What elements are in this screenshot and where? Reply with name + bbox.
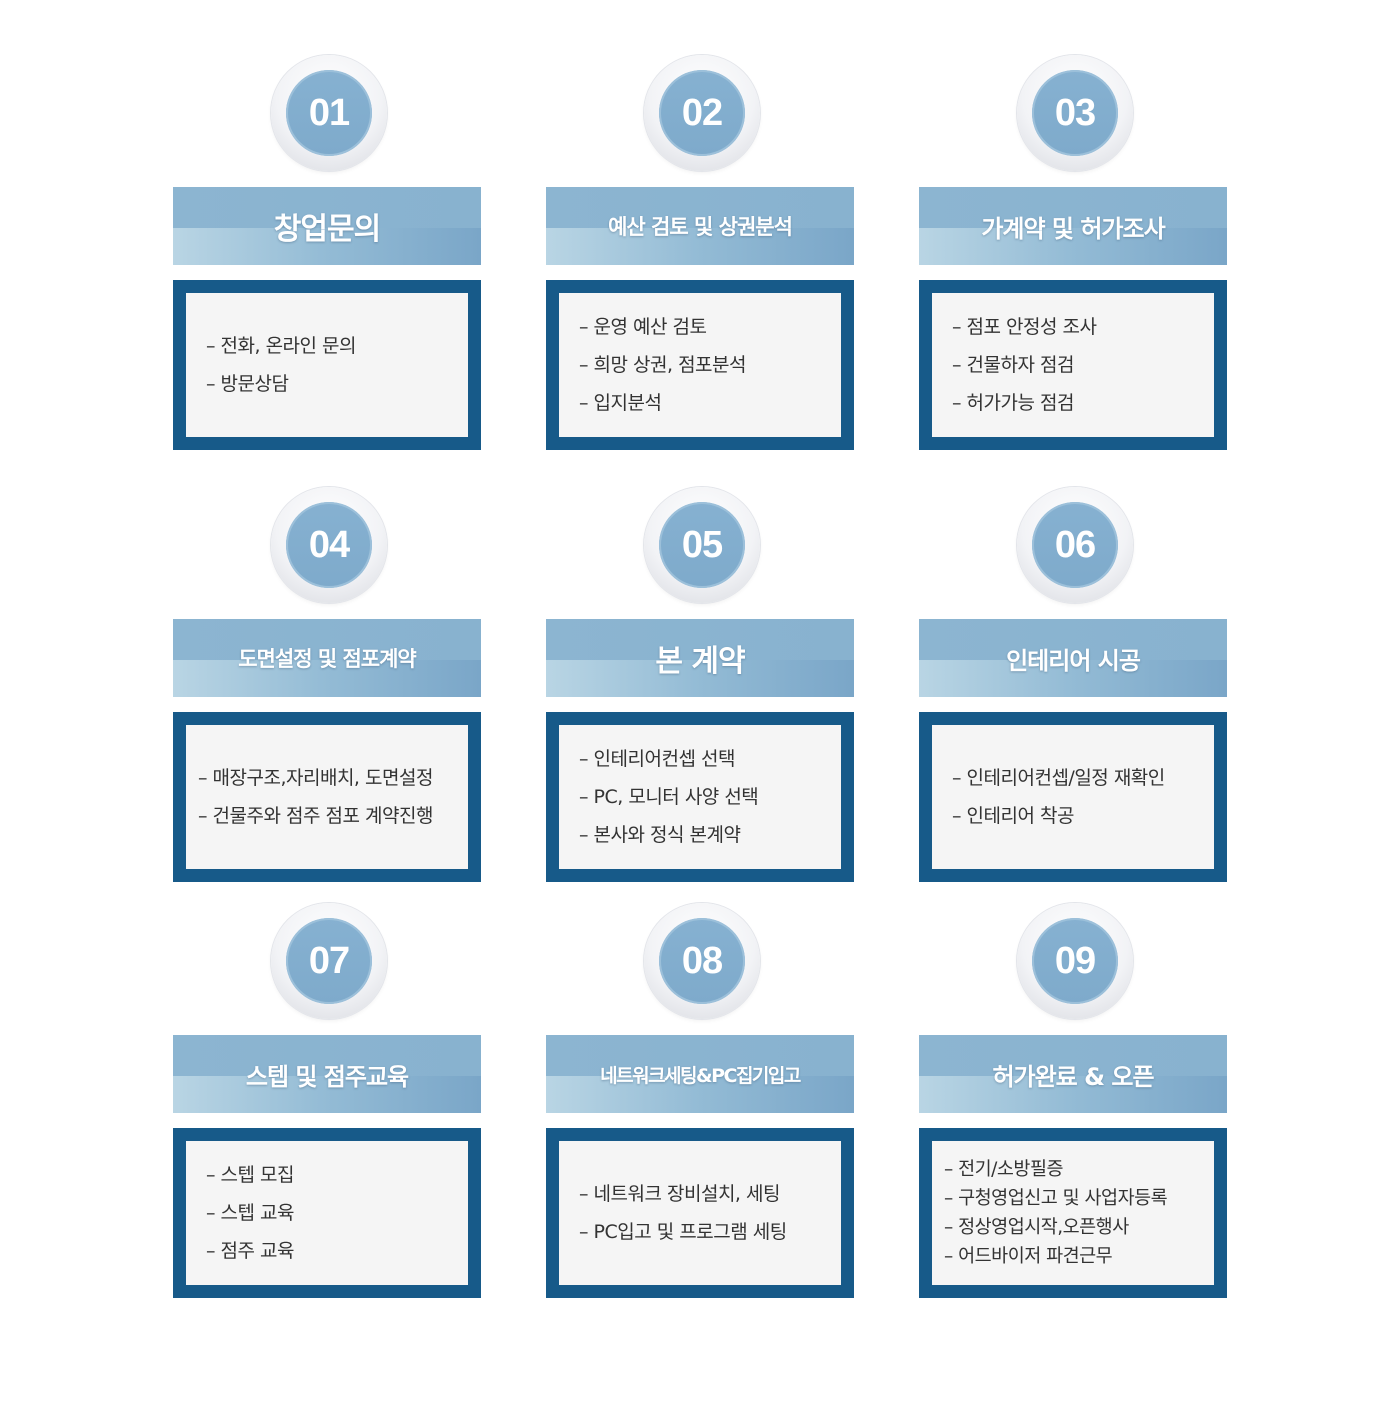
step-detail-item: – PC, 모니터 사양 선택 [579, 786, 759, 808]
step-detail-box: – 매장구조,자리배치, 도면설정 – 건물주와 점주 점포 계약진행 [173, 712, 481, 882]
step-detail-box: – 전화, 온라인 문의 – 방문상담 [173, 280, 481, 450]
step-title: 창업문의 [273, 212, 381, 247]
step-detail-item: – 희망 상권, 점포분석 [579, 354, 747, 376]
step-number: 04 [308, 523, 350, 566]
step-detail-item: – 인테리어 착공 [952, 805, 1074, 827]
step-detail-item: – 어드바이저 파견근무 [944, 1246, 1113, 1267]
step-title-bar: 예산 검토 및 상권분석 [546, 187, 854, 265]
step-title: 네트워크세팅&PC집기입고 [600, 1064, 801, 1087]
step-detail-item: – 전화, 온라인 문의 [206, 335, 357, 357]
step-number: 07 [308, 939, 350, 982]
step-detail-box: – 스텝 모집 – 스텝 교육 – 점주 교육 [173, 1128, 481, 1298]
step-number: 05 [681, 523, 723, 566]
step-detail-box: – 전기/소방필증 – 구청영업신고 및 사업자등록 – 정상영업시작,오픈행사… [919, 1128, 1227, 1298]
step-title: 인테리어 시공 [1006, 646, 1141, 675]
step-detail-box: – 인테리어컨셉/일정 재확인 – 인테리어 착공 [919, 712, 1227, 882]
step-title: 가계약 및 허가조사 [981, 214, 1165, 243]
step-detail-item: – PC입고 및 프로그램 세팅 [579, 1221, 787, 1243]
step-number: 01 [308, 91, 350, 134]
step-number: 09 [1054, 939, 1096, 982]
step-detail-item: – 스텝 모집 [206, 1164, 295, 1186]
step-detail-item: – 허가가능 점검 [952, 392, 1074, 414]
step-detail-item: – 구청영업신고 및 사업자등록 [944, 1188, 1168, 1209]
step-detail-item: – 점포 안정성 조사 [952, 316, 1097, 338]
step-detail-item: – 네트워크 장비설치, 세팅 [579, 1183, 780, 1205]
step-title-bar: 가계약 및 허가조사 [919, 187, 1227, 265]
step-detail-item: – 건물주와 점주 점포 계약진행 [198, 805, 433, 827]
step-number: 03 [1054, 91, 1096, 134]
step-title-bar: 인테리어 시공 [919, 619, 1227, 697]
step-detail-item: – 운영 예산 검토 [579, 316, 707, 338]
step-number-badge: 06 [1017, 487, 1133, 603]
step-detail-item: – 건물하자 점검 [952, 354, 1074, 376]
step-number: 02 [681, 91, 723, 134]
step-number-badge: 07 [271, 903, 387, 1019]
step-number: 08 [681, 939, 723, 982]
step-title: 스텝 및 점주교육 [245, 1062, 409, 1091]
step-detail-item: – 본사와 정식 본계약 [579, 824, 741, 846]
step-detail-box: – 점포 안정성 조사 – 건물하자 점검 – 허가가능 점검 [919, 280, 1227, 450]
step-detail-item: – 전기/소방필증 [944, 1159, 1063, 1180]
step-number-badge: 01 [271, 55, 387, 171]
step-detail-box: – 네트워크 장비설치, 세팅 – PC입고 및 프로그램 세팅 [546, 1128, 854, 1298]
step-title-bar: 허가완료 & 오픈 [919, 1035, 1227, 1113]
step-number-badge: 09 [1017, 903, 1133, 1019]
step-title-bar: 본 계약 [546, 619, 854, 697]
step-title-bar: 네트워크세팅&PC집기입고 [546, 1035, 854, 1113]
step-detail-item: – 인테리어컨셉/일정 재확인 [952, 767, 1165, 789]
step-number-badge: 02 [644, 55, 760, 171]
step-title-bar: 스텝 및 점주교육 [173, 1035, 481, 1113]
step-title: 허가완료 & 오픈 [992, 1062, 1154, 1091]
step-detail-item: – 정상영업시작,오픈행사 [944, 1217, 1129, 1238]
step-title: 도면설정 및 점포계약 [238, 647, 417, 671]
step-number-badge: 04 [271, 487, 387, 603]
step-detail-box: – 운영 예산 검토 – 희망 상권, 점포분석 – 입지분석 [546, 280, 854, 450]
step-detail-box: – 인테리어컨셉 선택 – PC, 모니터 사양 선택 – 본사와 정식 본계약 [546, 712, 854, 882]
step-detail-item: – 스텝 교육 [206, 1202, 295, 1224]
step-title: 예산 검토 및 상권분석 [608, 215, 793, 239]
step-detail-item: – 방문상담 [206, 373, 289, 395]
step-detail-item: – 인테리어컨셉 선택 [579, 748, 735, 770]
step-detail-item: – 매장구조,자리배치, 도면설정 [198, 767, 433, 789]
step-number-badge: 03 [1017, 55, 1133, 171]
step-number-badge: 05 [644, 487, 760, 603]
step-number-badge: 08 [644, 903, 760, 1019]
step-number: 06 [1054, 523, 1096, 566]
step-detail-item: – 점주 교육 [206, 1240, 295, 1262]
step-detail-item: – 입지분석 [579, 392, 662, 414]
step-title-bar: 창업문의 [173, 187, 481, 265]
step-title: 본 계약 [655, 644, 745, 679]
step-title-bar: 도면설정 및 점포계약 [173, 619, 481, 697]
